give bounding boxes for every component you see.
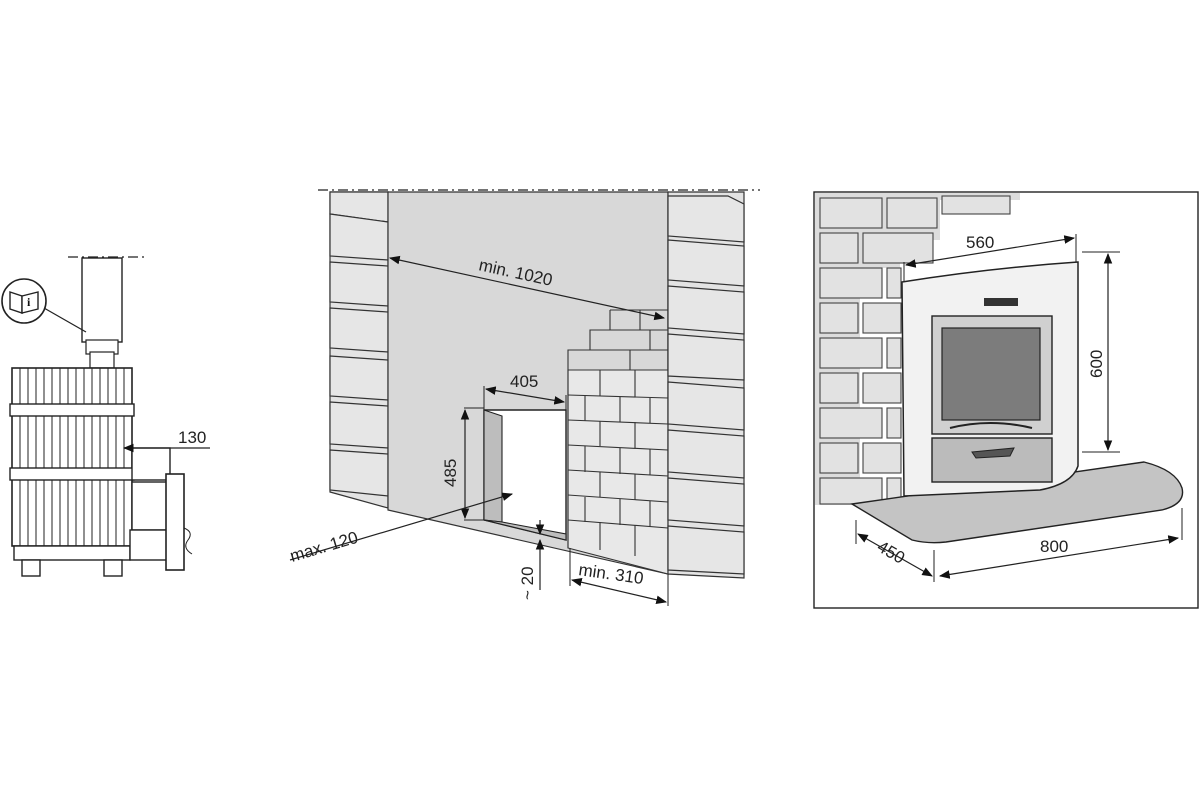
heater-foot-left (21, 559, 41, 577)
dim-max-120-label: max. 120 (288, 528, 360, 566)
dim-560-line (904, 235, 1076, 268)
info-book-icon: i (1, 278, 87, 333)
dim-min-1020-line (388, 255, 666, 321)
brick-patch (567, 369, 669, 575)
dim-20-label: ~ 20 (518, 566, 537, 600)
dim-max-120-line (289, 492, 514, 561)
wall-opening-view: min. 1020 405 485 max. 120 ~ 20 min. 310 (288, 189, 760, 606)
wall-opening (483, 409, 567, 541)
feed-tunnel (131, 481, 171, 531)
dim-600-label: 600 (1087, 350, 1106, 378)
heater-band-lower (9, 467, 135, 481)
ash-drawer (931, 437, 1053, 483)
chimney-pipe (81, 257, 123, 343)
left-brick-column (329, 191, 389, 509)
heater-band-upper (9, 403, 135, 417)
fireplace-front-view: 560 600 450 800 (813, 191, 1199, 609)
door-handle (949, 422, 1033, 429)
background-brick-wall (815, 193, 1020, 505)
dim-800-line (938, 535, 1180, 579)
pipe-joint (89, 351, 115, 369)
drawer-handle (971, 447, 1015, 459)
door-handle (183, 527, 193, 555)
dim-450-line (857, 533, 933, 577)
wall-section (165, 473, 185, 571)
heater-body (11, 367, 133, 547)
feed-tunnel-top (131, 447, 171, 481)
dim-130-label: 130 (178, 428, 206, 447)
svg-text:i: i (27, 295, 31, 309)
heater-side-view: 130 i (1, 256, 210, 577)
dim-min-310-line (570, 578, 668, 604)
dim-405-line (484, 386, 566, 405)
feed-tunnel-bottom (129, 529, 171, 561)
dim-405-label: 405 (510, 372, 538, 391)
glass-window (941, 327, 1041, 421)
heater-base (13, 545, 131, 561)
heater-vertical-ribs (19, 368, 125, 546)
dim-485-label: 485 (441, 459, 460, 487)
right-brick-column (667, 191, 745, 579)
dim-800-label: 800 (1040, 537, 1068, 556)
brand-badge (984, 298, 1018, 306)
dim-560-label: 560 (966, 233, 994, 252)
heater-foot-right (103, 559, 123, 577)
